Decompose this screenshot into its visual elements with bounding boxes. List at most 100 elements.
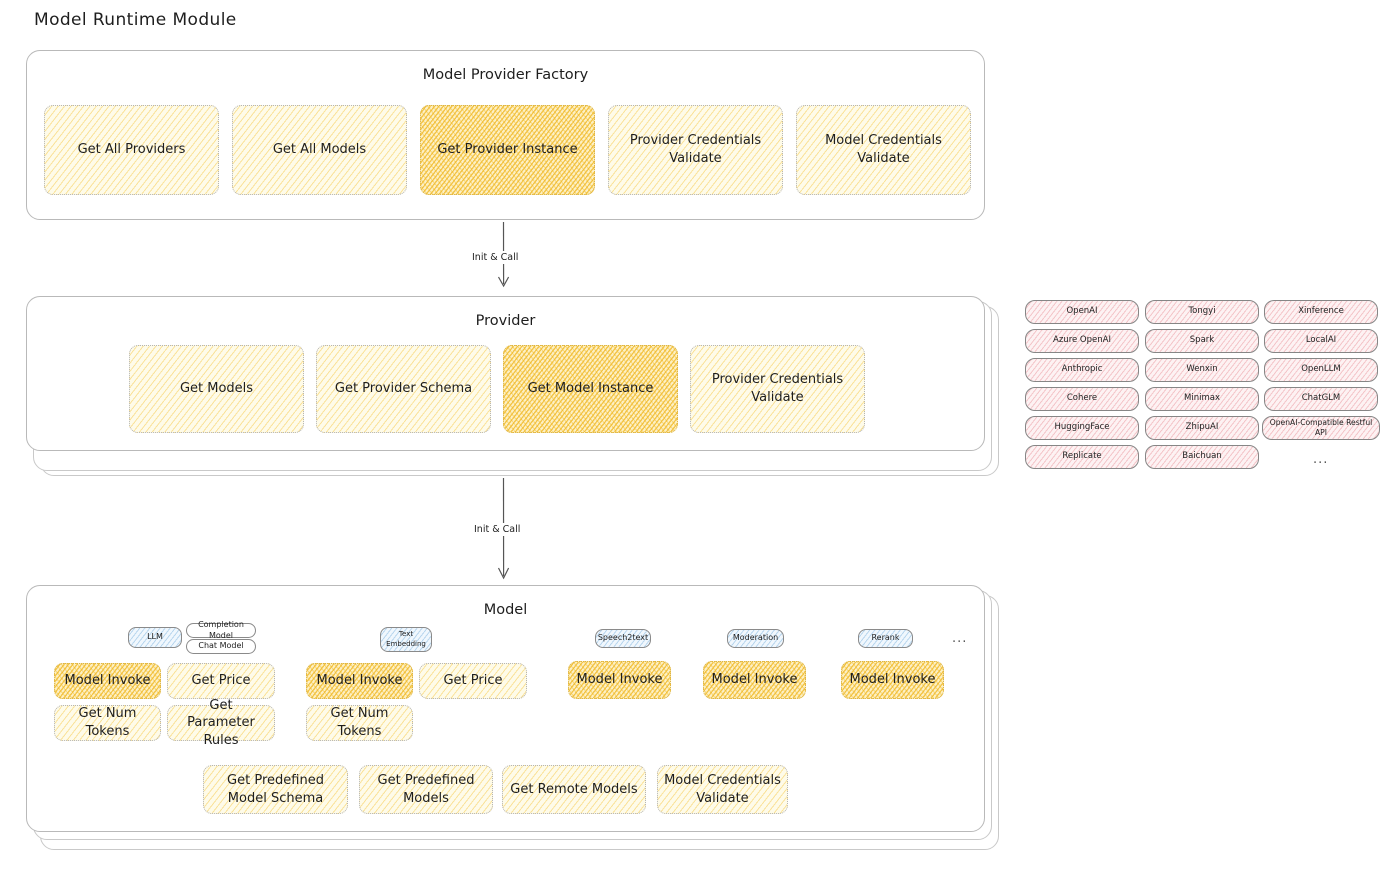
provider-chip-openai-compatible-restful-api[interactable]: OpenAI-Compatible Restful API [1262, 416, 1380, 440]
model-sub-badge-completion-model[interactable]: Completion Model [186, 620, 256, 640]
model-shared-label: Get Predefined Model Schema [227, 772, 324, 806]
provider-node-label: Get Provider Schema [334, 381, 473, 397]
provider-node-label: Provider Credentials Validate [711, 372, 844, 405]
provider-chip-label: Anthropic [1061, 364, 1103, 375]
provider-chip-azure-openai[interactable]: Azure OpenAI [1025, 329, 1139, 353]
model-group-badge-label: Rerank [871, 633, 900, 643]
model-provider-factory-title: Model Provider Factory [422, 67, 589, 83]
model-shared-get-remote-models[interactable]: Get Remote Models [502, 765, 646, 814]
factory-node-label: Get All Providers [77, 142, 186, 158]
provider-chip-tongyi[interactable]: Tongyi [1145, 300, 1259, 324]
model-method-embedding-get-price[interactable]: Get Price [419, 663, 527, 699]
provider-chip-cohere[interactable]: Cohere [1025, 387, 1139, 411]
provider-chip-wenxin[interactable]: Wenxin [1145, 358, 1259, 382]
model-method-label: Get Price [443, 673, 503, 689]
factory-node-get-all-providers[interactable]: Get All Providers [44, 105, 219, 195]
provider-chip-label: LocalAI [1305, 335, 1337, 346]
provider-chip-openllm[interactable]: OpenLLM [1264, 358, 1378, 382]
model-sub-badge-label: Completion Model [198, 619, 244, 640]
provider-chip-label: Azure OpenAI [1053, 335, 1111, 346]
model-group-badge-label: Speech2text [597, 633, 649, 643]
model-sub-badge-chat-model[interactable]: Chat Model [186, 639, 256, 654]
provider-chip-label: ZhipuAI [1185, 422, 1219, 433]
model-method-label: Get Num Tokens [330, 706, 389, 739]
provider-chip-label: HuggingFace [1054, 422, 1110, 433]
provider-node-get-model-instance[interactable]: Get Model Instance [503, 345, 678, 433]
model-method-llm-get-price[interactable]: Get Price [167, 663, 275, 699]
provider-chip-label: Baichuan [1182, 451, 1222, 462]
provider-chip-minimax[interactable]: Minimax [1145, 387, 1259, 411]
provider-chip-xinference[interactable]: Xinference [1264, 300, 1378, 324]
model-group-badge-llm[interactable]: LLM [128, 627, 182, 648]
model-method-moderation-model-invoke[interactable]: Model Invoke [703, 661, 806, 699]
factory-node-get-provider-instance[interactable]: Get Provider Instance [420, 105, 595, 195]
model-shared-label: Get Predefined Models [377, 772, 475, 806]
model-shared-model-credentials-validate[interactable]: Model Credentials Validate [657, 765, 788, 814]
provider-chip-openai[interactable]: OpenAI [1025, 300, 1139, 324]
model-method-speech2text-model-invoke[interactable]: Model Invoke [568, 661, 671, 699]
provider-node-get-models[interactable]: Get Models [129, 345, 304, 433]
provider-chip-label: Replicate [1062, 451, 1102, 462]
model-shared-label: Get Remote Models [510, 781, 638, 797]
provider-chip-label: Xinference [1298, 306, 1344, 317]
provider-chip-label: Cohere [1066, 393, 1098, 404]
factory-node-label: Get All Models [272, 142, 367, 158]
model-group-badge-text-embedding[interactable]: Text Embedding [380, 627, 432, 652]
model-group-badge-label: Text Embedding [386, 630, 426, 648]
provider-chip-label: Wenxin [1186, 364, 1218, 375]
model-shared-get-predefined-models[interactable]: Get Predefined Models [359, 765, 493, 814]
model-groups-more-ellipsis: ... [952, 631, 968, 646]
model-method-label: Model Invoke [64, 673, 151, 689]
factory-node-label: Model Credentials Validate [825, 133, 942, 166]
provider-chip-replicate[interactable]: Replicate [1025, 445, 1139, 469]
model-method-llm-get-parameter-rules[interactable]: Get Parameter Rules [167, 698, 275, 748]
model-method-label: Model Invoke [316, 673, 403, 689]
model-method-llm-get-num-tokens[interactable]: Get Num Tokens [54, 705, 161, 741]
model-group-badge-moderation[interactable]: Moderation [727, 629, 784, 648]
arrow-label-init-and-call-2: Init & Call [470, 523, 525, 536]
provider-title: Provider [475, 313, 536, 329]
provider-chip-label: OpenLLM [1301, 364, 1341, 375]
model-method-label: Model Invoke [711, 672, 798, 688]
provider-chip-spark[interactable]: Spark [1145, 329, 1259, 353]
provider-chip-localai[interactable]: LocalAI [1264, 329, 1378, 353]
model-group-badge-rerank[interactable]: Rerank [858, 629, 913, 648]
provider-chip-label: OpenAI [1066, 306, 1098, 317]
factory-node-get-all-models[interactable]: Get All Models [232, 105, 407, 195]
model-group-badge-label: Moderation [732, 633, 779, 643]
provider-node-label: Get Model Instance [527, 381, 654, 397]
provider-chip-label: ChatGLM [1301, 393, 1341, 404]
provider-chip-zhipuai[interactable]: ZhipuAI [1145, 416, 1259, 440]
model-sub-badge-label: Chat Model [198, 641, 244, 651]
provider-list-more-ellipsis: ... [1313, 452, 1329, 467]
model-method-label: Model Invoke [849, 672, 936, 688]
provider-node-get-provider-schema[interactable]: Get Provider Schema [316, 345, 491, 433]
model-method-embedding-get-num-tokens[interactable]: Get Num Tokens [306, 705, 413, 741]
model-method-label: Model Invoke [576, 672, 663, 688]
provider-chip-label: Tongyi [1188, 306, 1216, 317]
model-method-embedding-model-invoke[interactable]: Model Invoke [306, 663, 413, 699]
factory-node-model-credentials-validate[interactable]: Model Credentials Validate [796, 105, 971, 195]
model-method-label: Get Num Tokens [78, 706, 137, 739]
model-title: Model [483, 602, 528, 618]
provider-node-label: Get Models [179, 381, 254, 397]
model-shared-get-predefined-model-schema[interactable]: Get Predefined Model Schema [203, 765, 348, 814]
provider-chip-chatglm[interactable]: ChatGLM [1264, 387, 1378, 411]
provider-chip-huggingface[interactable]: HuggingFace [1025, 416, 1139, 440]
factory-node-provider-credentials-validate[interactable]: Provider Credentials Validate [608, 105, 783, 195]
provider-chip-label: Minimax [1184, 393, 1220, 404]
model-method-llm-model-invoke[interactable]: Model Invoke [54, 663, 161, 699]
provider-chip-anthropic[interactable]: Anthropic [1025, 358, 1139, 382]
provider-chip-label: OpenAI-Compatible Restful API [1269, 417, 1373, 437]
factory-node-label: Get Provider Instance [437, 142, 578, 158]
model-group-badge-label: LLM [147, 632, 163, 642]
model-group-badge-speech2text[interactable]: Speech2text [595, 629, 651, 648]
provider-chip-label: Spark [1189, 335, 1215, 346]
provider-node-provider-credentials-validate[interactable]: Provider Credentials Validate [690, 345, 865, 433]
model-method-label: Get Parameter Rules [187, 697, 255, 748]
page-title: Model Runtime Module [34, 10, 237, 30]
provider-chip-baichuan[interactable]: Baichuan [1145, 445, 1259, 469]
model-method-rerank-model-invoke[interactable]: Model Invoke [841, 661, 944, 699]
model-shared-label: Model Credentials Validate [664, 772, 781, 806]
